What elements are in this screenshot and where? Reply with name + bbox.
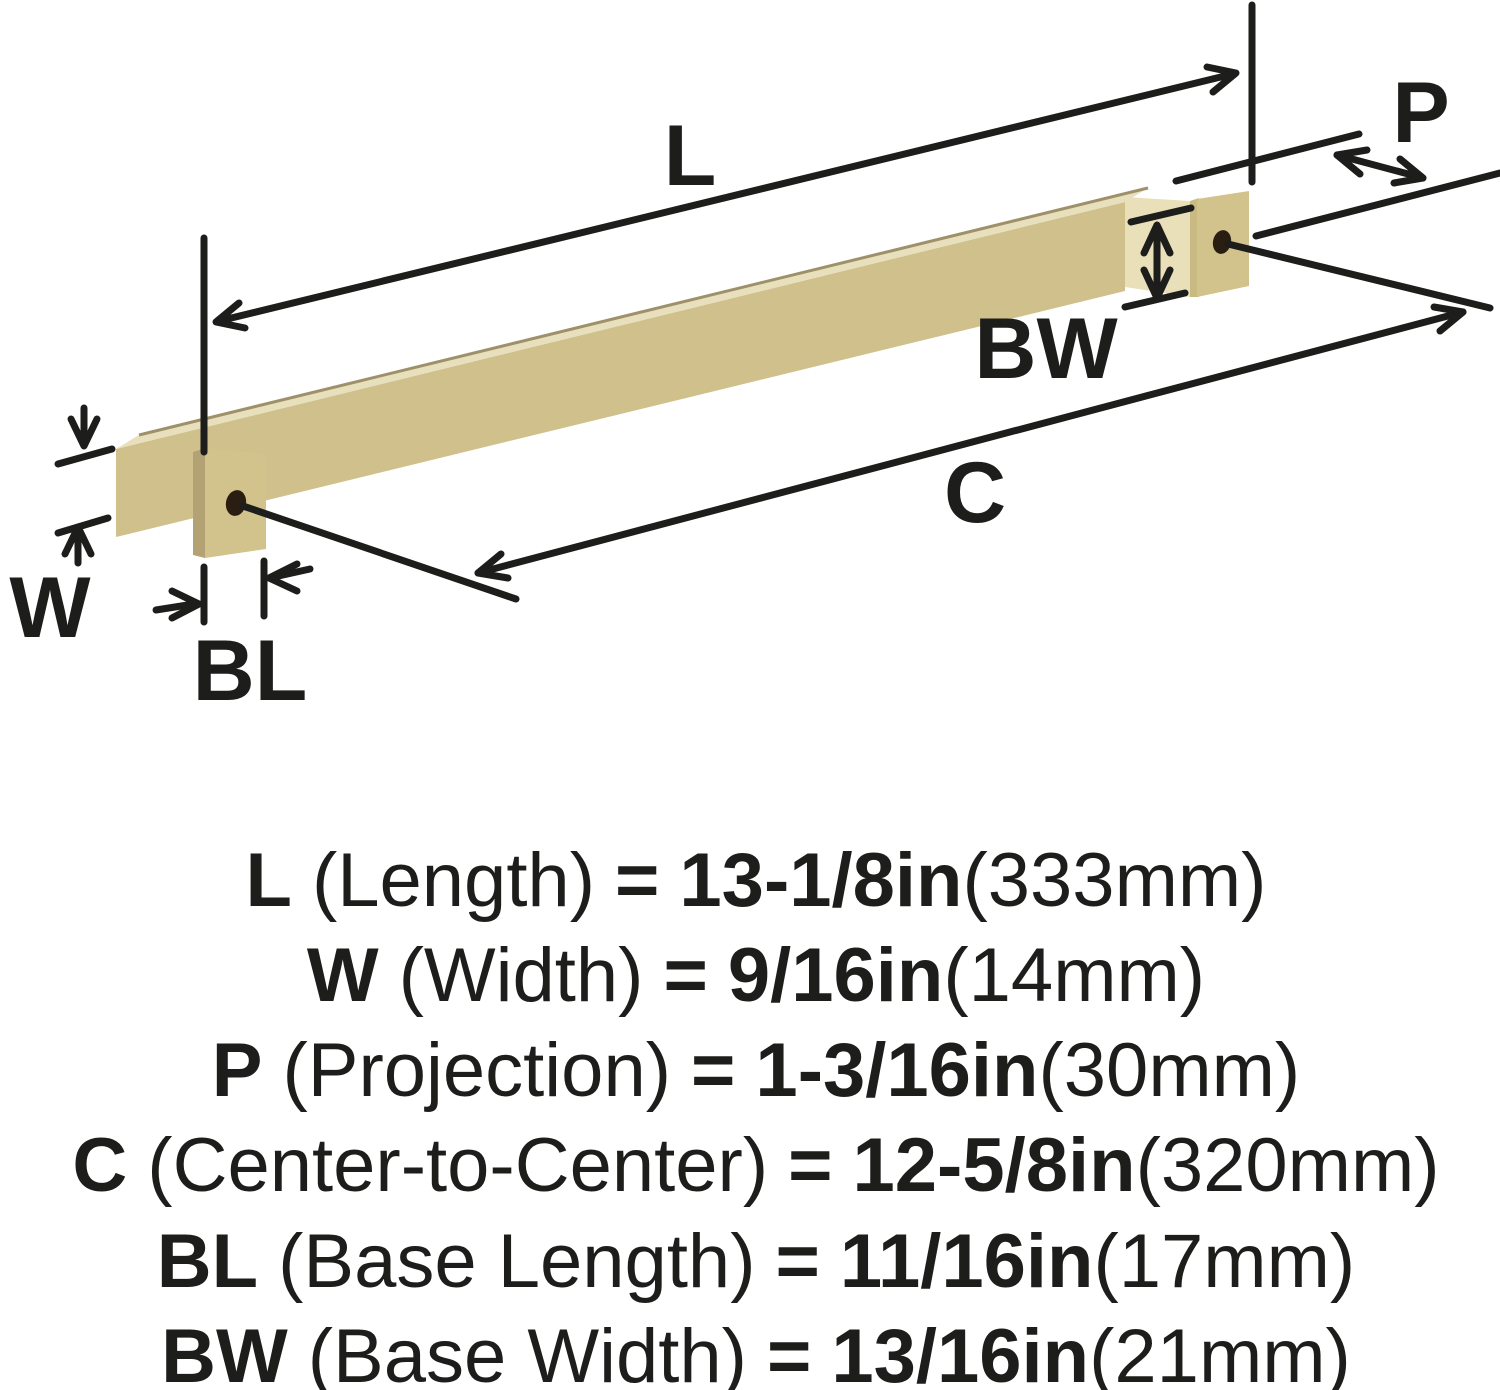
dimension-labels: L P BW C W BL [9,65,1449,719]
bw-arrowhead-down-icon [1140,266,1174,302]
spec-label: BL [157,1219,258,1304]
spec-row-length: L(Length)=13-1/8in(333mm) [246,838,1267,923]
l-arrowhead-right-icon [1203,63,1240,96]
spec-metric: (14mm) [943,933,1205,1018]
p-dimension-line [1333,151,1427,182]
left-screw-hole [225,490,247,516]
spec-metric: (333mm) [962,838,1266,923]
spec-metric: (320mm) [1136,1123,1440,1208]
right-screw-hole [1212,230,1232,254]
spec-value: 1-3/16in [755,1028,1038,1113]
spec-label: BW [161,1314,288,1390]
l-dimension-line [215,70,1237,325]
spec-row-width: W(Width)=9/16in(14mm) [307,933,1205,1018]
p-plane-line-back [1172,130,1363,185]
spec-label: P [212,1028,263,1113]
equals-sign: = [663,933,707,1018]
c-leader-left-hole [239,502,520,603]
spec-value: 12-5/8in [853,1123,1136,1208]
spec-metric: (30mm) [1038,1028,1300,1113]
c-arrowhead-left-icon [474,550,512,582]
p-arrowhead-right-icon [1390,155,1427,187]
spec-metric: (17mm) [1093,1219,1355,1304]
spec-row-base-width: BW (Base Width) = 13/16in(21mm) [161,1314,1351,1390]
spec-label: C [72,1123,127,1208]
spec-name: (Width) [399,933,644,1018]
equals-sign: = [767,1314,811,1390]
l-arrowhead-left-icon [212,299,249,332]
dimension-lines [54,1,1500,626]
label-base-width: BW [974,301,1118,397]
spec-name: (Center-to-Center) [147,1123,768,1208]
left-base-plate-edge [193,448,205,558]
label-projection: P [1392,65,1449,161]
spec-name: (Base Width) [308,1314,747,1390]
label-center-to-center: C [944,445,1006,541]
c-leader-right-hole [1224,240,1494,312]
label-base-length: BL [193,623,308,719]
spec-row-projection: P(Projection)=1-3/16in(30mm) [212,1028,1301,1113]
bl-arrowhead-left-icon [265,560,301,595]
bar-front-face [116,202,1125,537]
bar-top-edge-line [138,186,1149,437]
c-dimension-line [474,308,1467,577]
equals-sign: = [776,1219,820,1304]
handle-illustration [116,186,1249,558]
spec-label: L [246,838,292,923]
equals-sign: = [788,1123,832,1208]
spec-list: L(Length)=13-1/8in(333mm) W(Width)=9/16i… [72,838,1439,1390]
right-post-strip [1190,198,1199,297]
spec-value: 11/16in [840,1219,1094,1304]
label-length: L [664,108,717,204]
bw-tick-top [1127,204,1195,226]
w-arrowhead-down-icon [67,415,101,450]
spec-name: (Length) [312,838,595,923]
bl-arrowhead-right-icon [168,587,203,622]
equals-sign: = [615,838,659,923]
label-width: W [9,560,91,656]
p-arrowhead-left-icon [1333,146,1371,178]
spec-metric: (21mm) [1089,1314,1351,1390]
spec-label: W [307,933,379,1018]
spec-name: (Base Length) [278,1219,755,1304]
w-tick-bottom [54,514,112,537]
bw-arrowhead-up-icon [1140,221,1174,257]
equals-sign: = [691,1028,735,1113]
spec-value: 13/16in [831,1314,1089,1390]
p-plane-line-front [1252,169,1500,240]
bar-top-face [116,188,1148,449]
spec-value: 9/16in [728,933,943,1018]
spec-row-center-to-center: C(Center-to-Center)=12-5/8in(320mm) [72,1123,1439,1208]
spec-name: (Projection) [282,1028,671,1113]
spec-row-base-length: BL(Base Length)=11/16in(17mm) [157,1219,1355,1304]
bl-arrow-left-shaft [152,600,198,614]
c-arrowhead-right-icon [1430,303,1467,335]
w-arrowhead-up-icon [61,523,95,558]
w-tick-top [54,445,116,468]
spec-value: 13-1/8in [679,838,962,923]
